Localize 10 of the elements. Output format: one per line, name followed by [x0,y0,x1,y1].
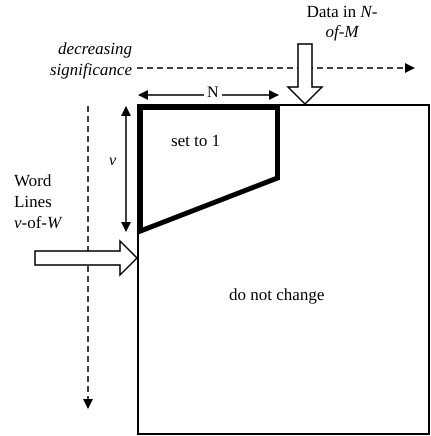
region-label: do not change [229,284,324,306]
input-label: Data in N-of-M [306,2,378,42]
region-outline [137,104,281,234]
edge-label: Word Lines v-of-W [14,170,64,233]
dimension-label: v [109,152,116,170]
memory-array-box [137,104,430,435]
axis-label: decreasing significance [48,38,132,80]
input-arrow [34,239,138,277]
input-arrow [286,43,324,106]
region-label: set to 1 [171,130,220,152]
